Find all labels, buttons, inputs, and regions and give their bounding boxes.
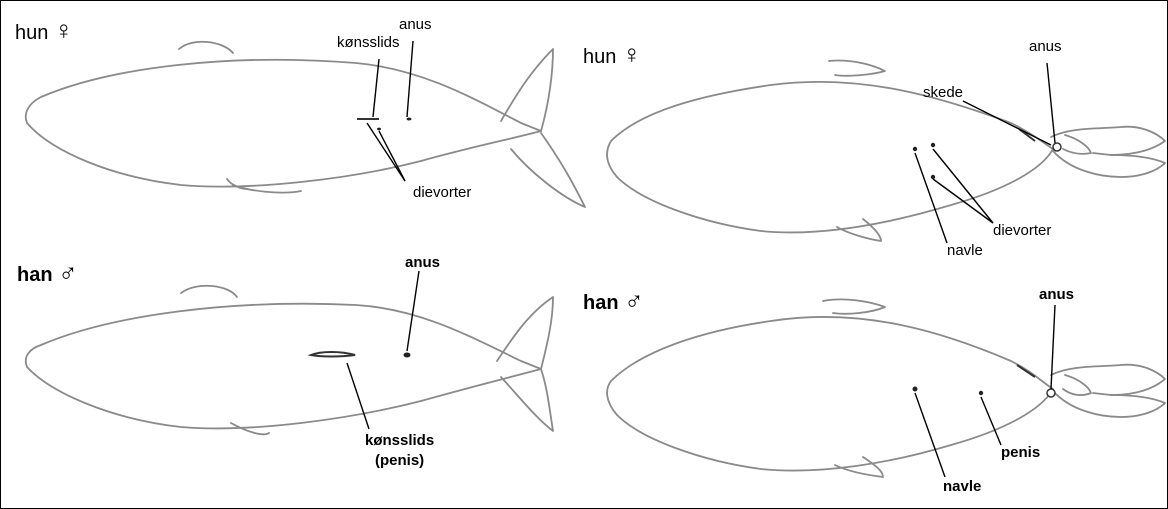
anus-dot [407, 118, 412, 121]
flipper-lower [837, 219, 881, 241]
label-nipples: dievorter [993, 222, 1051, 239]
whale-side-female [26, 42, 585, 207]
tail-fluke-upper [1051, 365, 1165, 395]
whale-ventral-male [607, 299, 1165, 477]
tail-fluke-upper [501, 49, 553, 131]
penis-dot [979, 391, 983, 395]
label-anus: anus [1039, 286, 1074, 303]
flipper-upper [829, 60, 885, 75]
label-navel: navle [943, 478, 981, 495]
anus-dot [1053, 143, 1061, 151]
dorsal-fin [179, 42, 233, 53]
label-genital-slit: kønsslids [365, 432, 434, 449]
whale-side-male [26, 286, 553, 435]
navel-dot [913, 387, 918, 392]
label-anus: anus [399, 16, 432, 33]
label-anus: anus [1029, 38, 1062, 55]
dorsal-fin [181, 286, 237, 297]
nipple-dot [377, 128, 381, 131]
label-vagina: skede [923, 84, 963, 101]
tail-fluke-lower [511, 133, 585, 207]
label-penis: penis [1001, 444, 1040, 461]
nipple-dot [931, 143, 935, 147]
genital-slit-male [311, 352, 355, 357]
label-nipples: dievorter [413, 184, 471, 201]
flipper-upper [823, 299, 885, 313]
whale-ventral-female [607, 60, 1165, 241]
label-anus: anus [405, 254, 440, 271]
nipple-dot [931, 175, 935, 179]
label-genital-note: (penis) [375, 452, 424, 469]
navel-dot [913, 147, 917, 151]
label-genital-slit: kønsslids [337, 34, 400, 51]
label-navel: navle [947, 242, 983, 259]
anus-dot [1047, 389, 1055, 397]
tail-fluke-upper [497, 297, 553, 369]
anus-dot [404, 353, 411, 358]
